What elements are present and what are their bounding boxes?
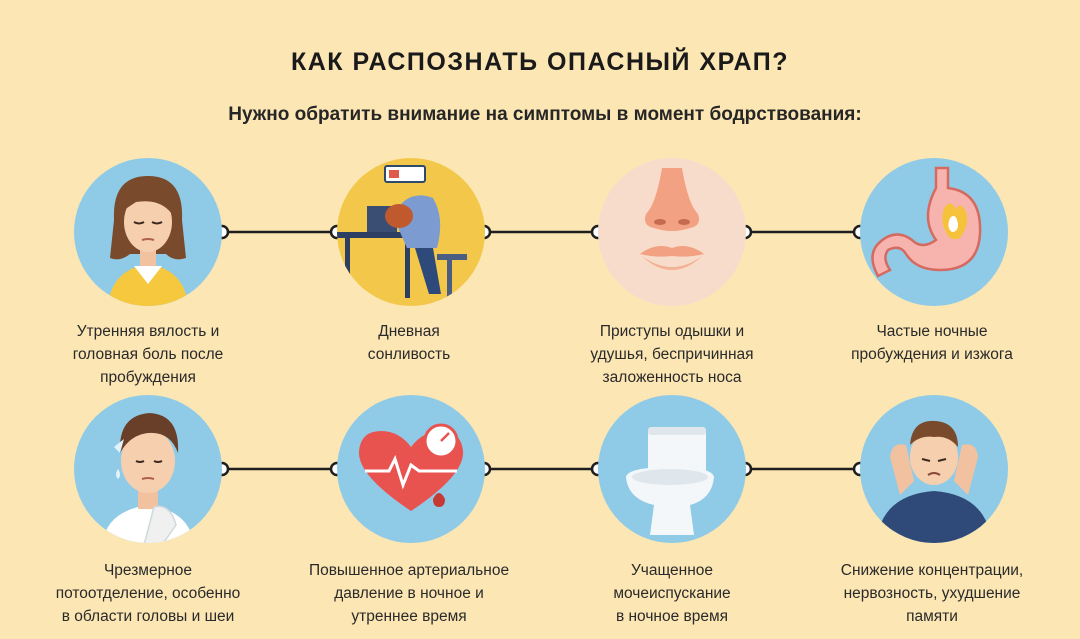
page-subtitle: Нужно обратить внимание на симптомы в мо… — [228, 104, 862, 125]
stomach-heartburn-icon — [860, 158, 1008, 306]
sleeping-at-desk-icon — [337, 158, 485, 306]
symptom-caption-night-awakenings: Частые ночные пробуждения и изжога — [851, 323, 1013, 363]
toilet-icon — [598, 395, 746, 543]
sweating-man-icon — [74, 395, 222, 543]
page-title: КАК РАСПОЗНАТЬ ОПАСНЫЙ ХРАП? — [290, 48, 790, 76]
heart-pressure-icon — [337, 395, 485, 543]
tired-woman-icon — [74, 158, 222, 306]
symptom-caption-breathlessness: Приступы одышки и удушья, беспричинная з… — [590, 323, 754, 386]
stressed-man-icon — [860, 395, 1008, 543]
symptom-caption-daytime-sleepiness: Дневная сонливость — [367, 323, 451, 363]
symptom-caption-morning-fatigue: Утренняя вялость и головная боль после п… — [72, 323, 224, 386]
symptom-caption-urination: Учащенное мочеиспускание в ночное время — [613, 562, 731, 625]
nose-mouth-icon — [598, 158, 746, 306]
symptom-caption-sweating: Чрезмерное потоотделение, особенно в обл… — [55, 562, 241, 625]
symptom-caption-blood-pressure: Повышенное артериальное давление в ночно… — [308, 562, 510, 625]
symptom-caption-concentration: Снижение концентрации, нервозность, ухуд… — [840, 562, 1024, 625]
